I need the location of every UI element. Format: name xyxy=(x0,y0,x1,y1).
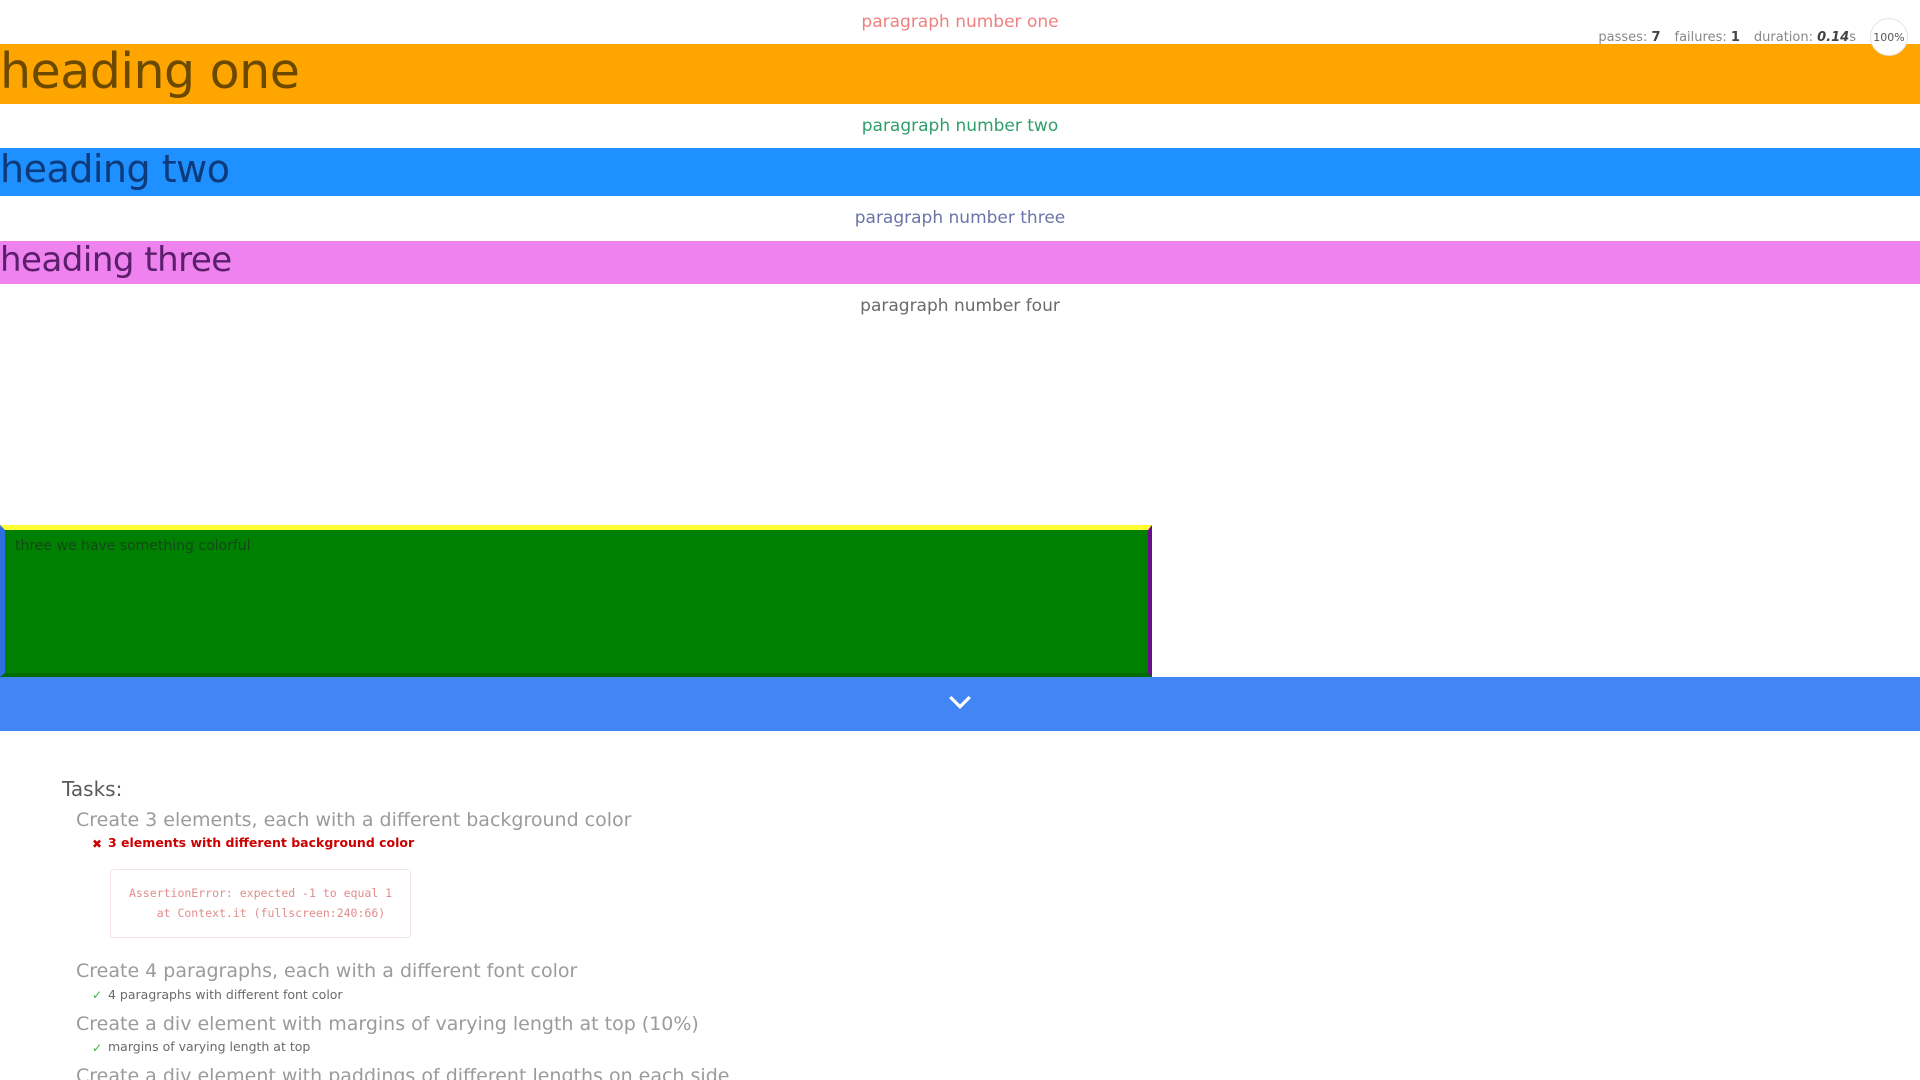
test-description: Create 3 elements, each with a different… xyxy=(76,808,632,831)
test-fixture: paragraph number one heading one paragra… xyxy=(0,12,1920,677)
test-description: Create a div element with margins of var… xyxy=(76,1012,699,1035)
duration-value: 0.14 xyxy=(1817,29,1850,45)
assertion-label: 3 elements with different background col… xyxy=(108,835,415,851)
test-item: Create 3 elements, each with a different… xyxy=(76,809,1920,953)
cross-icon: ✖ xyxy=(92,836,103,851)
heading-two: heading two xyxy=(0,148,1920,197)
stat-failures: failures: 1 xyxy=(1675,30,1740,45)
error-stack: AssertionError: expected -1 to equal 1 a… xyxy=(110,869,412,939)
paragraph-four: paragraph number four xyxy=(860,296,1060,317)
paragraph-three: paragraph number three xyxy=(854,208,1066,229)
test-description: Create a div element with paddings of di… xyxy=(76,1065,730,1080)
test-item: Create a div element with margins of var… xyxy=(76,1013,1920,1058)
margin-spacer xyxy=(0,329,1920,525)
check-icon: ✓ xyxy=(92,988,103,1003)
heading-three: heading three xyxy=(0,240,1920,285)
assertion-row: ✖ 3 elements with different background co… xyxy=(92,834,1920,853)
paragraph-one: paragraph number one xyxy=(861,12,1059,32)
scroll-down-bar[interactable] xyxy=(0,676,1920,731)
stat-duration: duration: 0.14s xyxy=(1754,30,1856,45)
passes-label: passes: xyxy=(1598,29,1648,45)
mocha-report: Tasks: Create 3 elements, each with a di… xyxy=(0,731,1920,1080)
stat-passes: passes: 7 xyxy=(1598,30,1660,45)
assertion-label: margins of varying length at top xyxy=(108,1039,311,1055)
heading-one: heading one xyxy=(0,44,1920,104)
test-list: Create 3 elements, each with a different… xyxy=(76,809,1920,1080)
failures-label: failures: xyxy=(1674,29,1727,45)
passes-value: 7 xyxy=(1651,29,1661,45)
mocha-stats: passes: 7 failures: 1 duration: 0.14s 10… xyxy=(1598,18,1908,56)
check-icon: ✓ xyxy=(92,1040,103,1055)
suite-title: Tasks: xyxy=(62,776,123,801)
colorful-div-text: three we have something colorful xyxy=(15,537,251,554)
test-item: Create 4 paragraphs, each with a differe… xyxy=(76,960,1920,1005)
assertion-row: ✓margins of varying length at top▸ xyxy=(92,1038,1920,1057)
test-item: Create a div element with paddings of di… xyxy=(76,1065,1920,1080)
duration-unit: s xyxy=(1849,29,1856,45)
progress-ring: 100% xyxy=(1870,18,1908,56)
chevron-down-icon xyxy=(949,695,971,709)
test-description: Create 4 paragraphs, each with a differe… xyxy=(76,960,578,983)
progress-value: 100% xyxy=(1873,30,1905,44)
failures-value: 1 xyxy=(1730,29,1740,45)
assertion-label: 4 paragraphs with different font color xyxy=(108,986,343,1002)
duration-label: duration: xyxy=(1753,29,1813,45)
paragraph-two: paragraph number two xyxy=(861,115,1059,136)
colorful-div: three we have something colorful xyxy=(0,524,1152,677)
assertion-row: ✓4 paragraphs with different font color▸ xyxy=(92,986,1920,1005)
